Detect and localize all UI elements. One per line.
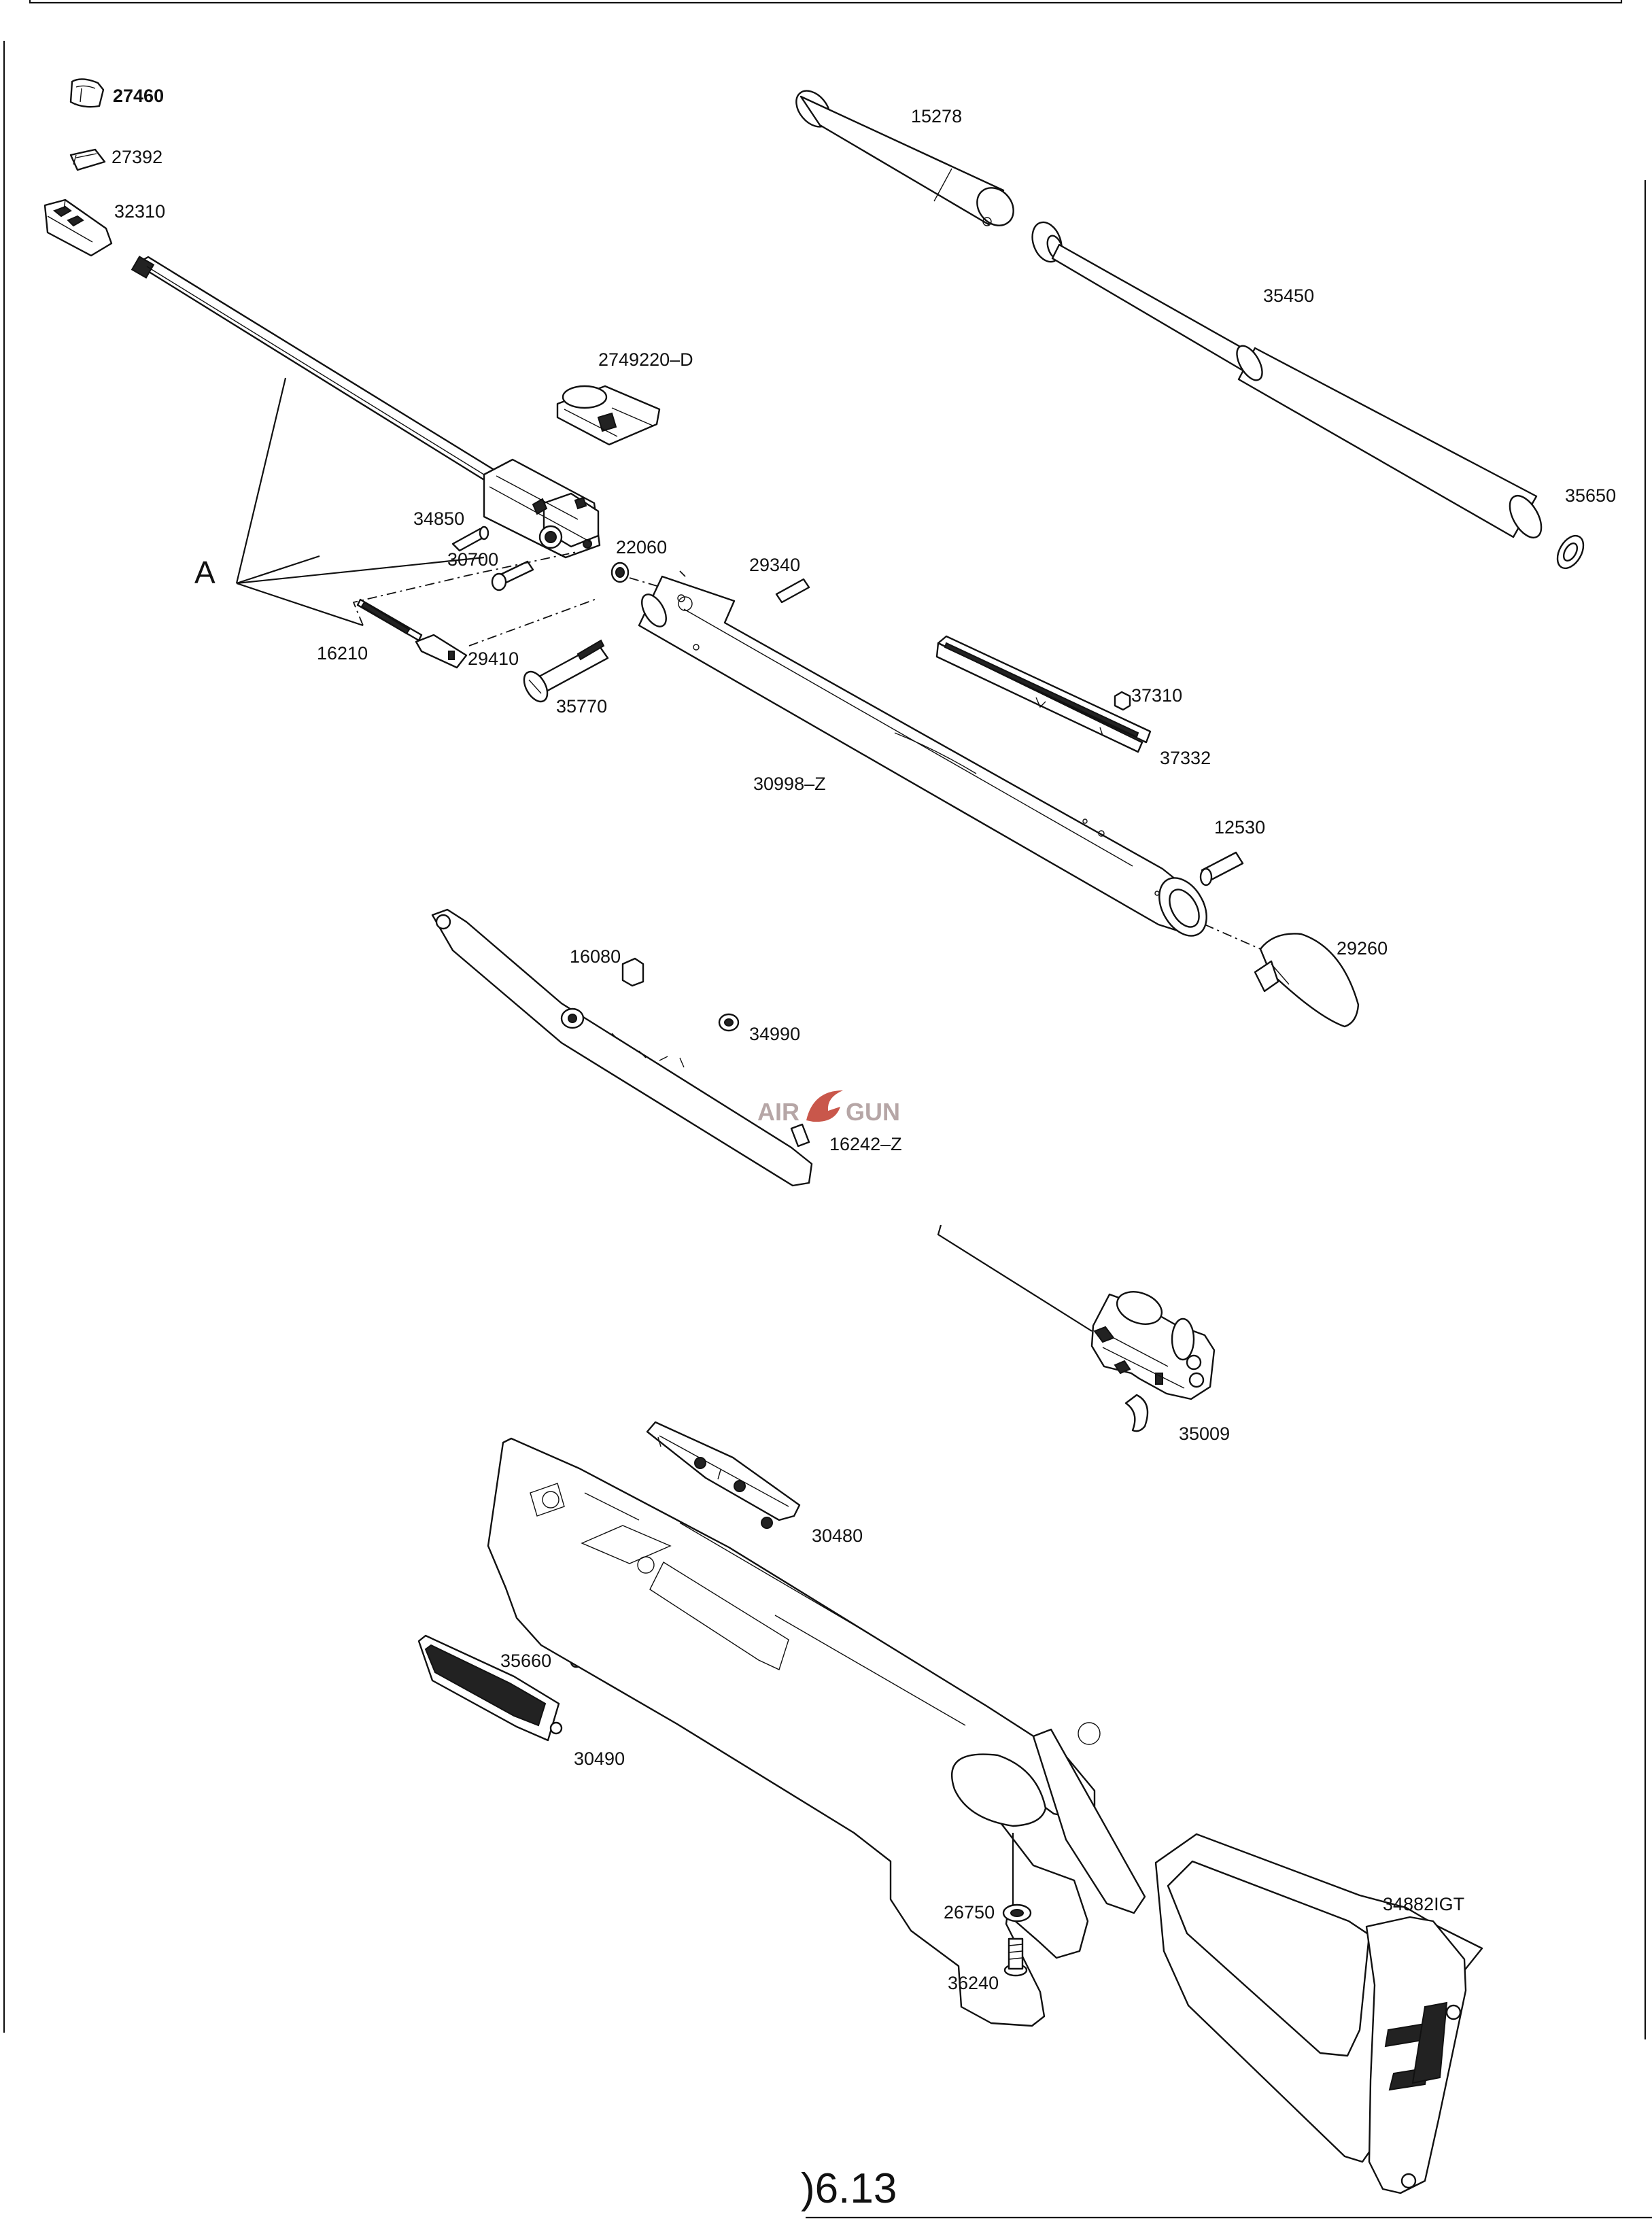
label-34850: 34850 [413, 509, 464, 529]
part-35450-piston [1031, 221, 1543, 538]
label-2749220-D: 2749220–D [598, 349, 693, 370]
label-35450: 35450 [1263, 286, 1314, 306]
watermark-swoosh-icon [806, 1090, 843, 1122]
label-37332: 37332 [1160, 748, 1211, 768]
label-16242-Z: 16242–Z [829, 1134, 902, 1154]
label-16210: 16210 [317, 643, 368, 664]
label-30700: 30700 [447, 549, 498, 570]
label-22060: 22060 [616, 537, 667, 557]
label-26750: 26750 [944, 1902, 995, 1923]
part-30480-forend-panel [646, 1421, 801, 1529]
label-35660: 35660 [500, 1651, 551, 1671]
label-15278: 15278 [911, 106, 962, 126]
callout-a-leaders [235, 377, 485, 627]
label-29340: 29340 [749, 555, 800, 575]
part-29260-end-cap [1254, 933, 1360, 1028]
part-29340-pin [775, 578, 810, 604]
part-27392-sight-insert [69, 148, 106, 171]
label-27392: 27392 [111, 147, 162, 167]
label-37310: 37310 [1131, 685, 1182, 706]
label-36240: 36240 [948, 1973, 999, 1993]
label-12530: 12530 [1214, 817, 1265, 838]
label-35650: 35650 [1565, 485, 1616, 506]
part-barrel-assembly [131, 256, 601, 559]
part-27460-clip [69, 78, 105, 108]
part-34850-pin [451, 525, 489, 552]
part-30490-grip-panel [417, 1634, 563, 1742]
part-36240-screw [1003, 1937, 1028, 1977]
part-35770-pivot-bolt [523, 639, 609, 703]
label-27460: 27460 [113, 86, 164, 106]
label-32310: 32310 [114, 201, 165, 222]
label-29260: 29260 [1337, 938, 1388, 959]
part-35650-washer [1556, 534, 1585, 570]
part-29410-latch [415, 634, 468, 669]
airgun-watermark: AIR GUN [757, 1090, 900, 1126]
watermark-right-text: GUN [846, 1098, 900, 1126]
part-26750-washer [1002, 1903, 1032, 1923]
part-16080-bracket [621, 957, 644, 987]
part-30700-bushing [491, 560, 534, 591]
label-35770: 35770 [556, 696, 607, 717]
label-30998-Z: 30998–Z [753, 774, 826, 794]
part-30998-Z-compression-tube [638, 575, 1207, 937]
part-15278-moderator [795, 90, 1014, 226]
part-37310-scope-stop [1114, 691, 1131, 711]
label-34882IGT: 34882IGT [1383, 1894, 1464, 1914]
part-22060-bushing [610, 562, 630, 583]
label-30490: 30490 [574, 1748, 625, 1769]
part-37332-scope-rail [935, 635, 1152, 753]
part-16210-spring [356, 598, 423, 642]
part-34882IGT-stock [487, 1437, 1483, 2194]
footer-code: )6.13 [801, 2165, 897, 2212]
watermark-left-text: AIR [757, 1098, 799, 1126]
label-30480: 30480 [812, 1526, 863, 1546]
label-34990: 34990 [749, 1024, 800, 1044]
label-16080: 16080 [570, 946, 621, 967]
part-34990-bushing [718, 1013, 740, 1032]
part-16242-Z-cocking-lever [431, 908, 813, 1187]
part-12530-pin [1199, 851, 1244, 886]
part-35009-trigger-unit [937, 1224, 1216, 1432]
page-frame [3, 0, 1652, 2219]
label-35009: 35009 [1179, 1424, 1230, 1444]
assembly-lines [352, 551, 1261, 950]
callout-a-label: A [194, 555, 216, 590]
part-32310-front-sight [44, 199, 113, 257]
label-29410: 29410 [468, 649, 519, 669]
part-2749220-D-rear-sight [556, 385, 661, 446]
